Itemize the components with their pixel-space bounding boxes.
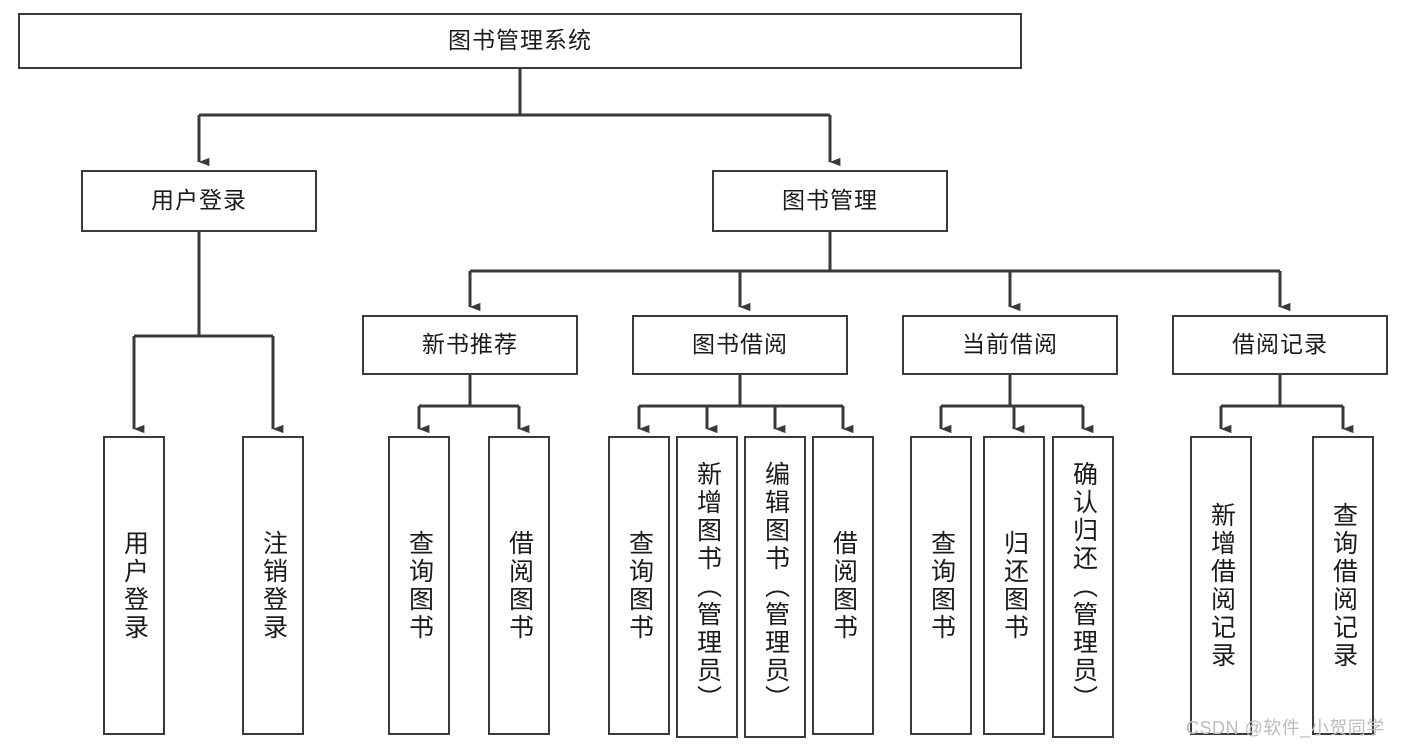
node-current-borrowing[interactable]: 当前借阅 [902,315,1118,375]
node-label: 借阅记录 [1232,331,1328,358]
node-label: 用户登录 [151,187,247,214]
leaf-add-borrow-record[interactable]: 新增借阅记录 [1190,436,1252,735]
node-label: 新书推荐 [422,331,518,358]
leaf-query-borrow-record[interactable]: 查询借阅记录 [1312,436,1374,735]
node-label: 图书管理 [782,187,878,214]
node-new-book-recommendation[interactable]: 新书推荐 [362,315,578,375]
node-borrowing-record[interactable]: 借阅记录 [1172,315,1388,375]
leaf-query-books-current[interactable]: 查询图书 [910,436,972,735]
node-label: 注销登录 [259,529,288,642]
node-book-borrowing[interactable]: 图书借阅 [632,315,848,375]
leaf-logout[interactable]: 注销登录 [242,436,304,735]
node-label: 图书管理系统 [448,27,592,54]
leaf-borrow-books-newbook[interactable]: 借阅图书 [488,436,550,735]
node-label: 编辑图书（管理员） [761,461,790,713]
node-label: 查询图书 [927,529,956,642]
leaf-confirm-return-admin[interactable]: 确认归还（管理员） [1052,436,1114,738]
leaf-borrow-books[interactable]: 借阅图书 [812,436,874,735]
node-label: 新增图书（管理员） [693,461,722,713]
node-label: 当前借阅 [962,331,1058,358]
leaf-query-books-newbook[interactable]: 查询图书 [388,436,450,735]
node-label: 新增借阅记录 [1207,501,1236,670]
node-label: 确认归还（管理员） [1069,461,1098,713]
node-root-book-management-system[interactable]: 图书管理系统 [18,13,1022,69]
node-label: 借阅图书 [829,529,858,642]
leaf-user-login[interactable]: 用户登录 [103,436,165,735]
node-label: 用户登录 [120,529,149,642]
leaf-return-books[interactable]: 归还图书 [983,436,1045,735]
leaf-query-books-borrow[interactable]: 查询图书 [608,436,670,735]
node-label: 查询借阅记录 [1329,501,1358,670]
leaf-add-book-admin[interactable]: 新增图书（管理员） [676,436,738,738]
node-label: 借阅图书 [505,529,534,642]
leaf-edit-book-admin[interactable]: 编辑图书（管理员） [744,436,806,738]
node-label: 查询图书 [405,529,434,642]
node-label: 图书借阅 [692,331,788,358]
node-label: 查询图书 [625,529,654,642]
node-label: 归还图书 [1000,529,1029,642]
node-book-management[interactable]: 图书管理 [712,170,948,232]
node-user-login[interactable]: 用户登录 [81,170,317,232]
